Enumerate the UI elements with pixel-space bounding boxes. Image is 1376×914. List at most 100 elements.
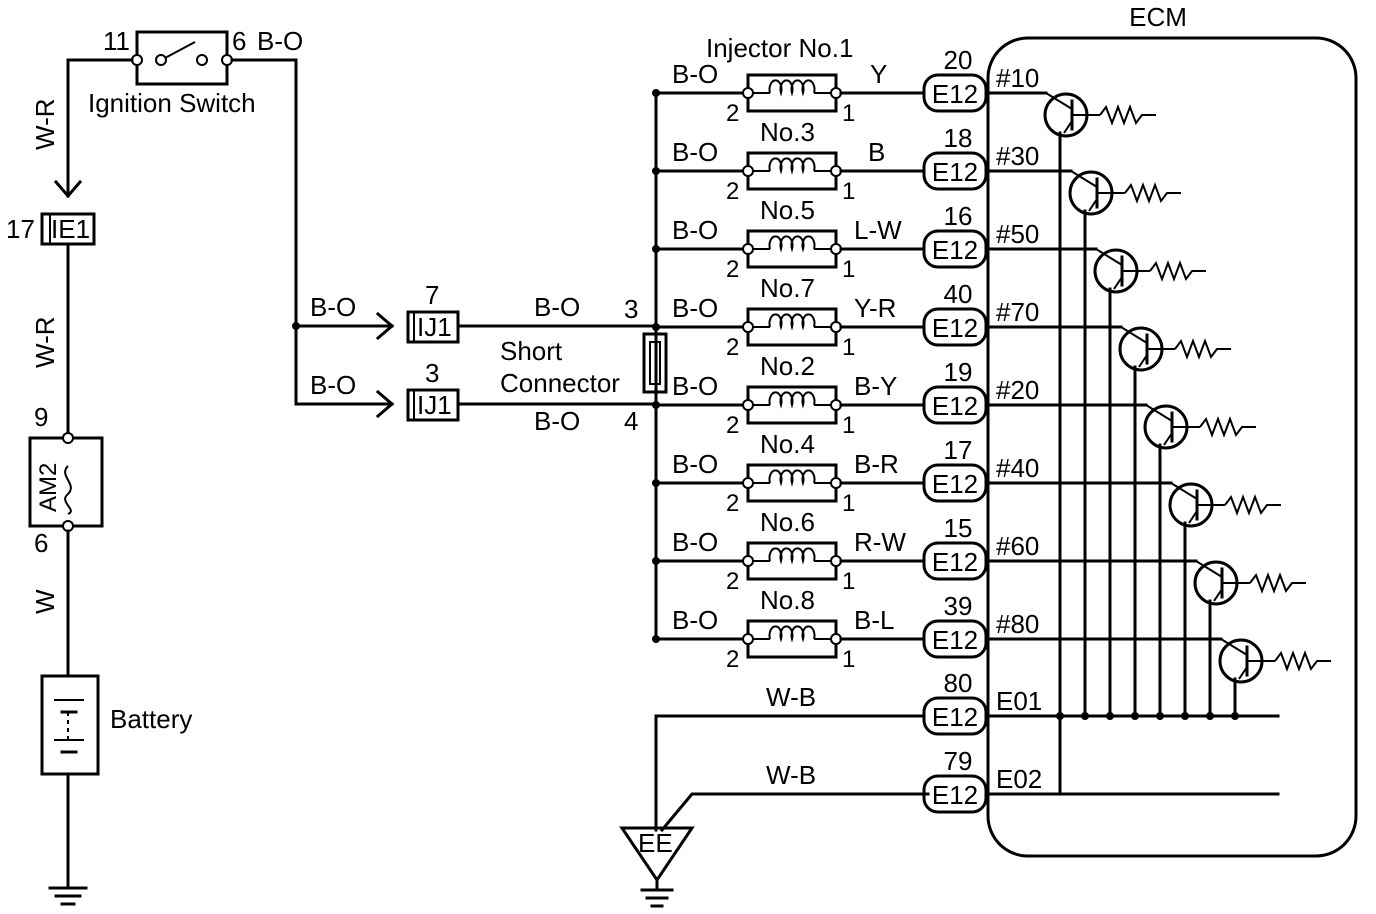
ecm-signal-label: #20 (996, 375, 1039, 405)
ij1-lower-name: IJ1 (417, 390, 452, 420)
ecm-driver-transistor (1168, 482, 1281, 528)
injector-label: No.4 (760, 429, 815, 459)
ie1-wire-below: W-R (30, 316, 60, 368)
ignition-switch-label: Ignition Switch (88, 88, 256, 118)
ecm-signal-label: #70 (996, 297, 1039, 327)
injector-label: No.3 (760, 117, 815, 147)
injector-supply-wire-label: B-O (672, 215, 718, 245)
ecm-pin-number: 40 (944, 279, 973, 309)
injector-supply-wire-label: B-O (672, 293, 718, 323)
injector-out-wire-label: L-W (854, 215, 902, 245)
ecm-connector (922, 463, 988, 503)
ignition-out-wire: B-O (257, 26, 303, 56)
ij1l-wire-out: B-O (534, 406, 580, 436)
ecm-base-resistor (1149, 260, 1206, 282)
injector-pin-b: 1 (842, 490, 855, 517)
ecm-base-resistor (1124, 182, 1181, 204)
am2-pin-bottom: 6 (34, 528, 48, 558)
ground-wire-label: W-B (766, 682, 816, 712)
battery (40, 674, 100, 776)
injector-label: Injector No.1 (706, 33, 853, 63)
ecm-pin-number: 19 (944, 357, 973, 387)
ij1-lower-connector (406, 388, 460, 422)
ecm-signal-label: #60 (996, 531, 1039, 561)
injector-pin-b: 1 (842, 100, 855, 127)
ij1-upper-pin: 7 (425, 280, 439, 310)
injector-out-wire-label: B-L (854, 605, 894, 635)
ij1-lower-pin: 3 (425, 358, 439, 388)
injector-pin-b: 1 (842, 256, 855, 283)
battery-ground-symbol (48, 886, 88, 906)
injector-pin-a: 2 (726, 178, 739, 205)
injector-supply-wire-label: B-O (672, 371, 718, 401)
ecm-pin-number: 16 (944, 201, 973, 231)
ecm-pin-number: 17 (944, 435, 973, 465)
ecm-driver-transistor (1218, 638, 1331, 684)
injector-supply-wire-label: B-O (672, 605, 718, 635)
ignition-pin-in: 11 (103, 26, 130, 56)
ie1-name: IE1 (51, 214, 90, 244)
am2-name: AM2 (35, 463, 62, 512)
ecm-connector-name: E12 (932, 157, 978, 187)
ij1l-wire-in: B-O (310, 370, 356, 400)
ecm-base-resistor (1099, 104, 1156, 126)
ecm-connector (922, 307, 988, 347)
injector-pin-b: 1 (842, 646, 855, 673)
ij1-upper-connector (406, 310, 460, 344)
ecm-base-resistor (1274, 650, 1331, 672)
ecm-label: ECM (1129, 2, 1187, 32)
ecm-driver-transistor (1093, 248, 1206, 294)
ecm-driver-transistor (1043, 92, 1156, 138)
injector-pin-a: 2 (726, 100, 739, 127)
injector-out-wire-label: R-W (854, 527, 906, 557)
injector-pin-b: 1 (842, 178, 855, 205)
ecm-connector-name: E12 (932, 469, 978, 499)
ecm-connector-name: E12 (932, 235, 978, 265)
ecm-signal-label: #10 (996, 63, 1039, 93)
injector-out-wire-label: B-R (854, 449, 899, 479)
wire-wr-label-top: W-R (30, 98, 60, 150)
short-connector-line2: Connector (500, 368, 620, 398)
ecm-connector-name: E12 (932, 79, 978, 109)
ignition-pin-out: 6 (232, 26, 246, 56)
ecm-driver-transistor (1068, 170, 1181, 216)
ecm-signal-label: #40 (996, 453, 1039, 483)
ij1u-wire-in: B-O (310, 292, 356, 322)
ecm-driver-transistor (1193, 560, 1306, 606)
injector-label: No.8 (760, 585, 815, 615)
ecm-base-resistor (1249, 572, 1306, 594)
injector-supply-wire-label: B-O (672, 137, 718, 167)
ecm-base-resistor (1199, 416, 1256, 438)
injector-pin-b: 1 (842, 568, 855, 595)
ecm-connector-name: E12 (932, 313, 978, 343)
ecm-driver-transistor (1143, 404, 1256, 450)
ecm-pin-number: 20 (944, 45, 973, 75)
ecm-base-resistor (1224, 494, 1281, 516)
injector-pin-a: 2 (726, 412, 739, 439)
wire-bo-main (230, 58, 298, 406)
ground-wire-label: W-B (766, 760, 816, 790)
ecm-connector-name: E12 (932, 547, 978, 577)
injector-label: No.2 (760, 351, 815, 381)
ecm-signal-label: E02 (996, 764, 1042, 794)
ecm-pin-number: 79 (944, 746, 973, 776)
injector-out-wire-label: Y-R (854, 293, 896, 323)
ignition-switch (131, 30, 233, 86)
ij1u-wire-out: B-O (534, 292, 580, 322)
ecm-signal-label: #50 (996, 219, 1039, 249)
ecm-pin-number: 80 (944, 668, 973, 698)
ecm-pin-number: 18 (944, 123, 973, 153)
injector-supply-wire-label: B-O (672, 59, 718, 89)
ecm-connector (922, 619, 988, 659)
injector-pin-a: 2 (726, 490, 739, 517)
short-connector-pin-top: 3 (624, 294, 638, 324)
